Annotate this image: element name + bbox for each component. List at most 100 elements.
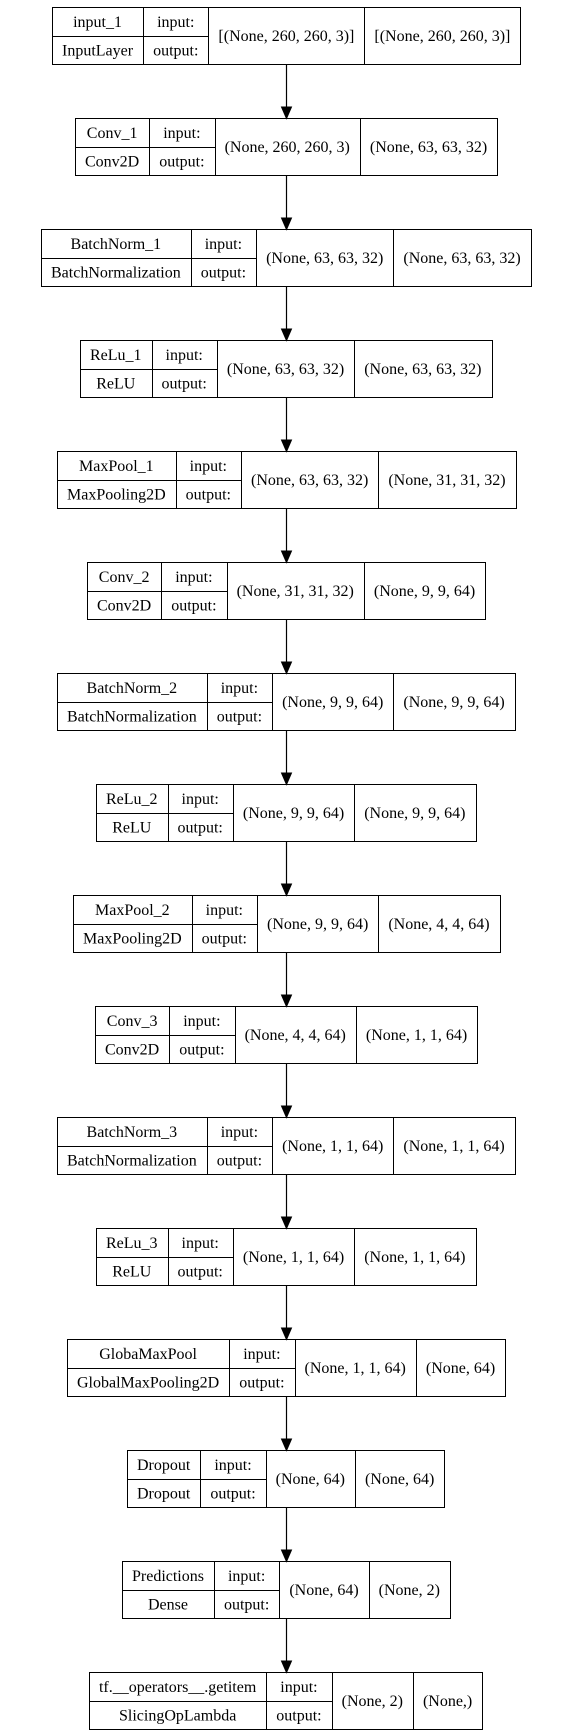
layer-name: ReLu_3 (106, 1235, 158, 1252)
output-shape: [(None, 260, 260, 3)] (374, 28, 510, 45)
output-shape: (None, 9, 9, 64) (374, 583, 475, 600)
input-label: input: (280, 1679, 317, 1696)
layer-name: Conv_1 (87, 125, 138, 142)
input-label: input: (205, 236, 242, 253)
layer-name: tf.__operators__.getitem (99, 1679, 257, 1696)
edge-arrow (280, 1286, 293, 1341)
input-shape: (None, 9, 9, 64) (282, 694, 383, 711)
input-label: input: (182, 1235, 219, 1252)
output-shape: (None,) (423, 1693, 472, 1710)
edge-arrow (280, 65, 293, 120)
layer-class: Conv2D (97, 597, 151, 614)
input-shape: (None, 2) (342, 1693, 403, 1710)
layer-class: ReLU (96, 375, 136, 392)
input-label: input: (183, 1013, 220, 1030)
input-shape: (None, 63, 63, 32) (266, 250, 383, 267)
layer-name: MaxPool_1 (79, 458, 154, 475)
output-shape: (None, 1, 1, 64) (403, 1138, 504, 1155)
layer-node-tf-operators-getitem: tf.__operators__.getitemSlicingOpLambdai… (89, 1672, 483, 1730)
output-shape: (None, 9, 9, 64) (403, 694, 504, 711)
output-label: output: (153, 42, 198, 59)
edge-arrow (280, 398, 293, 453)
layer-class: ReLU (112, 819, 152, 836)
layer-name: BatchNorm_3 (87, 1124, 178, 1141)
edge-arrow (280, 953, 293, 1008)
edge-arrow (280, 1064, 293, 1119)
layer-name: GlobaMaxPool (99, 1346, 197, 1363)
output-shape: (None, 1, 1, 64) (364, 1249, 465, 1266)
edge-arrow (280, 287, 293, 342)
output-label: output: (217, 708, 262, 725)
arrow-head (280, 439, 293, 453)
output-shape: (None, 2) (379, 1582, 440, 1599)
edge-arrow (280, 842, 293, 897)
input-label: input: (221, 680, 258, 697)
input-shape: (None, 4, 4, 64) (245, 1027, 346, 1044)
arrow-head (280, 1549, 293, 1563)
output-label: output: (239, 1374, 284, 1391)
arrow-head (280, 1327, 293, 1341)
input-label: input: (182, 791, 219, 808)
input-shape: [(None, 260, 260, 3)] (218, 28, 354, 45)
arrow-head (280, 772, 293, 786)
input-label: input: (206, 902, 243, 919)
arrow-head (280, 1660, 293, 1674)
layer-name: Predictions (132, 1568, 204, 1585)
output-shape: (None, 63, 63, 32) (403, 250, 520, 267)
layer-class: Conv2D (85, 153, 139, 170)
output-shape: (None, 64) (426, 1360, 495, 1377)
input-label: input: (243, 1346, 280, 1363)
layer-name: BatchNorm_2 (87, 680, 178, 697)
edge-arrow (280, 1508, 293, 1563)
layer-class: GlobalMaxPooling2D (77, 1374, 219, 1391)
output-label: output: (178, 1263, 223, 1280)
output-shape: (None, 63, 63, 32) (364, 361, 481, 378)
input-label: input: (190, 458, 227, 475)
arrow-head (280, 1216, 293, 1230)
input-shape: (None, 64) (276, 1471, 345, 1488)
output-label: output: (171, 597, 216, 614)
output-label: output: (276, 1707, 321, 1724)
output-shape: (None, 9, 9, 64) (364, 805, 465, 822)
output-shape: (None, 63, 63, 32) (370, 139, 487, 156)
layer-class: Conv2D (105, 1041, 159, 1058)
arrow-head (280, 1438, 293, 1452)
layer-node-maxpool-2: MaxPool_2MaxPooling2Dinput:output:(None,… (73, 895, 501, 953)
arrow-head (280, 883, 293, 897)
output-label: output: (178, 819, 223, 836)
input-label: input: (175, 569, 212, 586)
input-label: input: (221, 1124, 258, 1141)
edge-arrow (280, 620, 293, 675)
input-shape: (None, 1, 1, 64) (243, 1249, 344, 1266)
input-shape: (None, 63, 63, 32) (251, 472, 368, 489)
layer-name: Dropout (137, 1457, 191, 1474)
output-label: output: (217, 1152, 262, 1169)
layer-class: BatchNormalization (67, 1152, 197, 1169)
layer-class: BatchNormalization (67, 708, 197, 725)
output-label: output: (202, 930, 247, 947)
layer-name: BatchNorm_1 (71, 236, 162, 253)
layer-class: ReLU (112, 1263, 152, 1280)
layer-node-maxpool-1: MaxPool_1MaxPooling2Dinput:output:(None,… (57, 451, 517, 509)
arrow-head (280, 994, 293, 1008)
layer-class: Dropout (137, 1485, 191, 1502)
input-shape: (None, 63, 63, 32) (227, 361, 344, 378)
arrow-head (280, 661, 293, 675)
arrow-head (280, 106, 293, 120)
output-shape: (None, 4, 4, 64) (388, 916, 489, 933)
layer-class: InputLayer (62, 42, 134, 59)
input-label: input: (166, 347, 203, 364)
layer-name: Conv_3 (107, 1013, 158, 1030)
edge-arrow (280, 731, 293, 786)
input-label: input: (214, 1457, 251, 1474)
arrow-head (280, 1105, 293, 1119)
layer-name: ReLu_1 (90, 347, 142, 364)
